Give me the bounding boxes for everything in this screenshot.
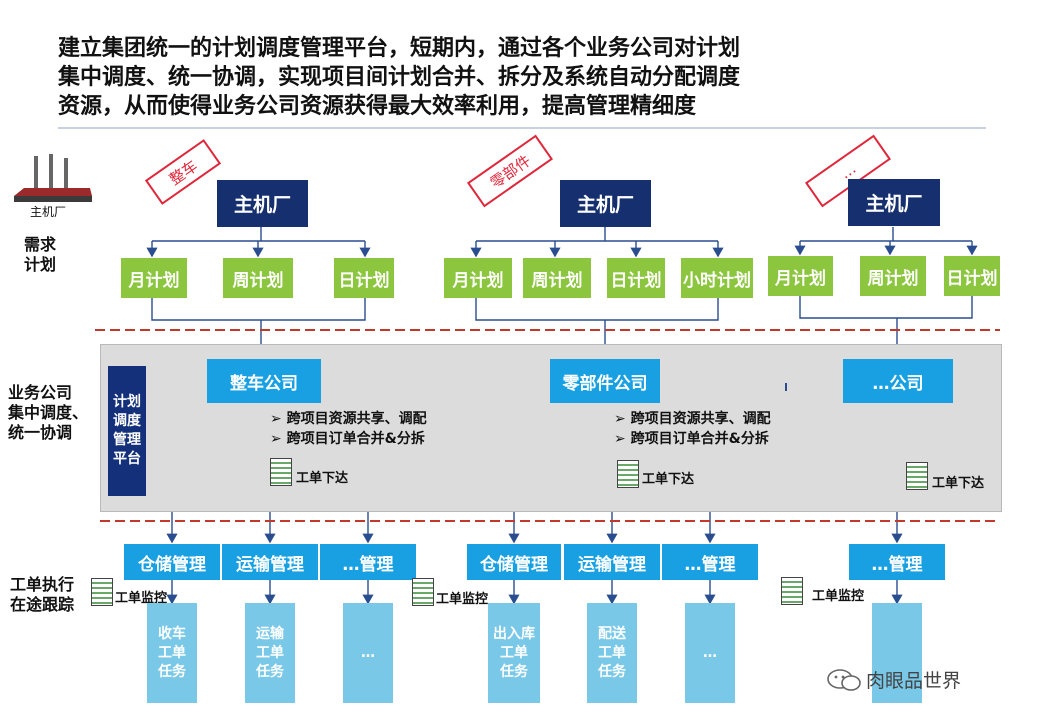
company-parts: 零部件公司 (550, 359, 660, 403)
company-other: …公司 (843, 359, 953, 403)
plan-box: 月计划 (121, 258, 187, 298)
monitor-label: 工单监控 (115, 591, 168, 606)
work-order-icon (617, 460, 639, 488)
label-demand-plan: 需求 计划 (24, 235, 57, 274)
title-divider (58, 127, 986, 129)
bullet-item: ➢ 跨项目资源共享、调配 (270, 411, 427, 427)
work-order-label: 工单下达 (932, 476, 985, 491)
watermark-text: 肉眼品世界 (866, 670, 962, 692)
task-box (872, 603, 922, 703)
monitor-icon (412, 578, 434, 606)
oem-box: 主机厂 (217, 180, 308, 227)
plan-box: 周计划 (223, 258, 293, 298)
plan-box: 日计划 (944, 256, 1000, 296)
plan-box: 月计划 (444, 258, 512, 298)
factory-caption: 主机厂 (30, 205, 67, 219)
work-order-label: 工单下达 (296, 471, 349, 486)
task-box: 收车 工单 任务 (147, 603, 197, 703)
manager-box: 仓储管理 (124, 544, 220, 580)
oem-box: 主机厂 (848, 179, 940, 226)
title-line-1: 建立集团统一的计划调度管理平台，短期内，通过各个业务公司对计划 (58, 36, 741, 61)
monitor-label: 工单监控 (812, 589, 865, 604)
work-order-label: 工单下达 (642, 472, 695, 487)
manager-box: 运输管理 (564, 544, 660, 580)
manager-box: …管理 (662, 544, 758, 580)
wechat-icon (827, 668, 861, 691)
manager-box: 仓储管理 (467, 544, 561, 580)
dispatch-platform: 计划 调度 管理 平台 (108, 366, 146, 496)
task-box: 运输 工单 任务 (245, 603, 295, 703)
plan-box: 日计划 (607, 258, 665, 298)
title-line-3: 资源，从而使得业务公司资源获得最大效率利用，提高管理精细度 (58, 94, 697, 119)
task-box: 配送 工单 任务 (587, 603, 637, 703)
tick-mark (785, 383, 787, 391)
monitor-icon (91, 578, 113, 606)
monitor-icon (781, 577, 803, 605)
company-vehicle: 整车公司 (207, 359, 321, 403)
plan-box: 周计划 (860, 256, 926, 296)
plan-box: 小时计划 (681, 258, 753, 298)
bullet-item: ➢ 跨项目订单合并&分拆 (270, 431, 425, 447)
plan-box: 周计划 (523, 258, 591, 298)
manager-box: …管理 (849, 544, 945, 580)
watermark: 肉眼品世界 (826, 666, 961, 693)
manager-box: 运输管理 (222, 544, 318, 580)
monitor-label: 工单监控 (436, 592, 489, 607)
manager-box: …管理 (320, 544, 416, 580)
title-block: 建立集团统一的计划调度管理平台，短期内，通过各个业务公司对计划 集中调度、统一协… (58, 34, 740, 121)
work-order-icon (906, 462, 928, 490)
factory-icon (14, 154, 92, 202)
bullet-item: ➢ 跨项目订单合并&分拆 (614, 431, 769, 447)
task-box: … (685, 603, 735, 703)
plan-box: 日计划 (334, 258, 394, 298)
task-box: 出入库 工单 任务 (488, 603, 540, 703)
plan-box: 月计划 (768, 256, 833, 296)
bullet-item: ➢ 跨项目资源共享、调配 (614, 411, 771, 427)
oem-box: 主机厂 (560, 180, 651, 227)
title-line-2: 集中调度、统一协调，实现项目间计划合并、拆分及系统自动分配调度 (58, 65, 741, 90)
task-box: … (343, 603, 393, 703)
label-business-dispatch: 业务公司 集中调度、 统一协调 (8, 383, 89, 442)
label-execution-tracking: 工单执行 在途跟踪 (10, 575, 75, 614)
work-order-icon (270, 458, 292, 486)
